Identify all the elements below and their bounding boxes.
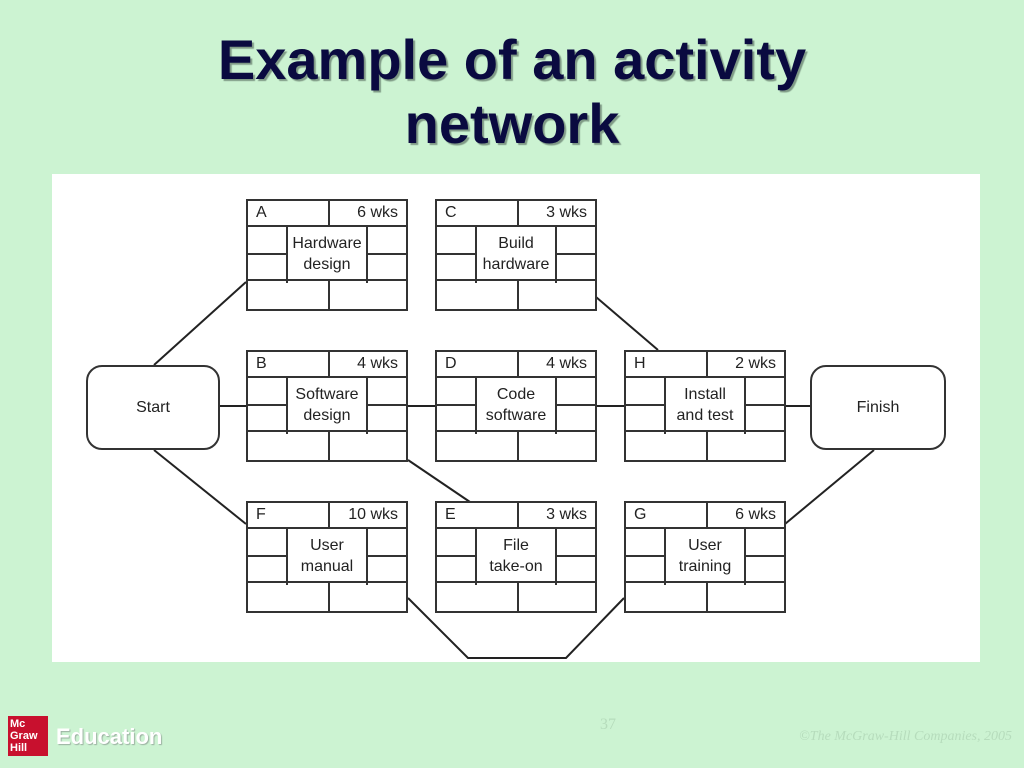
activity-name: Software design — [295, 386, 359, 424]
activity-id: B — [256, 355, 267, 372]
edge-b-e — [407, 459, 471, 503]
activity-duration: 4 wks — [546, 355, 587, 372]
activity-f: F 10 wks User manual — [246, 501, 408, 613]
mcgraw-hill-logo: Mc Graw Hill — [8, 716, 48, 756]
activity-name: Code software — [485, 386, 547, 424]
activity-id: H — [634, 355, 646, 372]
activity-name: Hardware design — [292, 235, 362, 273]
activity-name: User training — [678, 537, 732, 575]
activity-a: A 6 wks Hardware design — [246, 199, 408, 311]
slide-title-line-1: Example of an activity — [217, 28, 807, 91]
activity-duration: 3 wks — [546, 506, 587, 523]
start-node: Start — [86, 365, 220, 450]
activity-name: User manual — [300, 537, 354, 575]
activity-id: D — [445, 355, 457, 372]
activity-duration: 6 wks — [735, 506, 776, 523]
activity-g: G 6 wks User training — [624, 501, 786, 613]
edge-start-a — [153, 281, 247, 366]
edge-g-finish — [784, 449, 875, 525]
finish-node: Finish — [810, 365, 946, 450]
activity-network-diagram: Start Finish A 6 wks Hardware design C 3… — [52, 174, 980, 662]
activity-duration: 2 wks — [735, 355, 776, 372]
activity-b: B 4 wks Software design — [246, 350, 408, 462]
network-connectors — [153, 281, 875, 659]
activity-duration: 6 wks — [357, 204, 398, 221]
activity-duration: 10 wks — [348, 506, 398, 523]
brand-label: Education — [56, 724, 163, 749]
activity-id: F — [256, 506, 266, 523]
activity-h: H 2 wks Install and test — [624, 350, 786, 462]
slide-title: Example of an activity network — [0, 28, 1024, 156]
activity-id: A — [256, 204, 267, 221]
activity-e: E 3 wks File take-on — [435, 501, 597, 613]
activity-duration: 3 wks — [546, 204, 587, 221]
copyright-notice: ©The McGraw-Hill Companies, 2005 — [799, 729, 1012, 744]
edge-c-h — [595, 296, 659, 351]
edge-start-f — [153, 449, 247, 525]
slide-title-line-2: network — [404, 92, 620, 155]
activity-duration: 4 wks — [357, 355, 398, 372]
logo-text: Mc Graw Hill — [10, 718, 38, 754]
activity-id: C — [445, 204, 457, 221]
activity-name: Build hardware — [482, 235, 550, 273]
activity-name: File take-on — [489, 537, 543, 575]
start-label: Start — [136, 398, 170, 416]
activity-id: G — [634, 506, 647, 523]
activity-id: E — [445, 506, 456, 523]
edge-f-g — [407, 597, 625, 659]
slide-number: 37 — [600, 716, 616, 733]
activity-d: D 4 wks Code software — [435, 350, 597, 462]
activity-name: Install and test — [676, 386, 734, 424]
activity-c: C 3 wks Build hardware — [435, 199, 597, 311]
finish-label: Finish — [856, 398, 900, 416]
